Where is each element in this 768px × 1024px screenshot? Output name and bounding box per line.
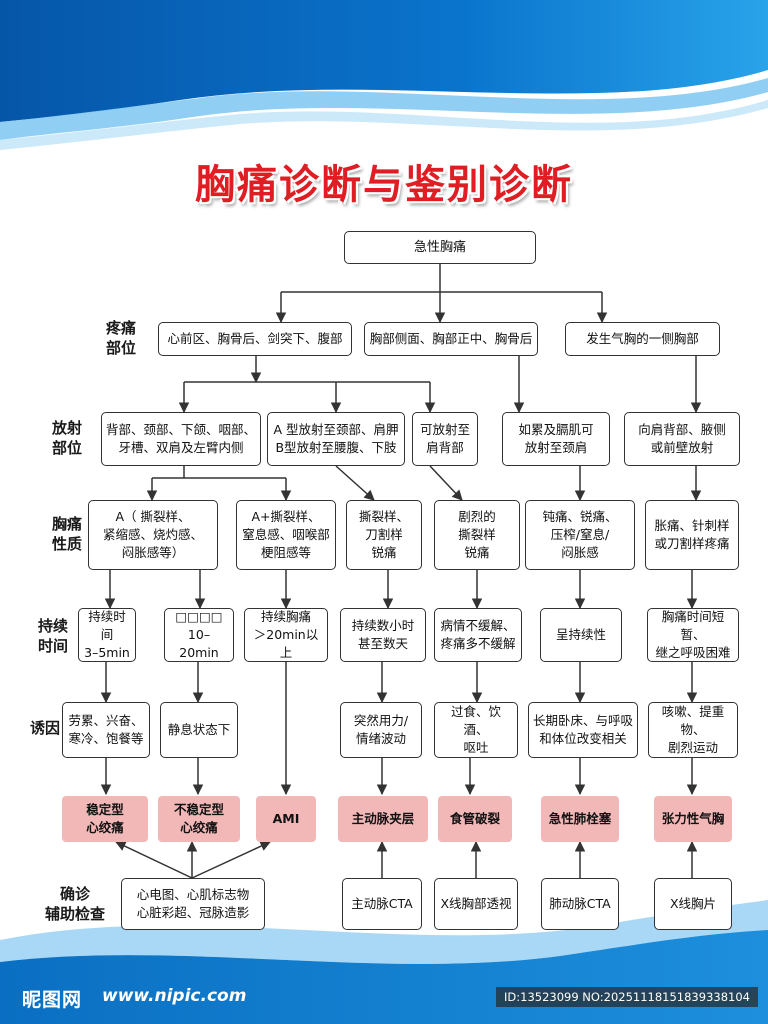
exam-node-label: 心电图、心肌标志物 心脏彩超、冠脉造影: [136, 887, 250, 920]
diagnosis-node-label: 食管破裂: [449, 811, 500, 826]
diagnosis-node: 张力性气胸: [654, 796, 732, 842]
duration-node-label: □□□□ 10–20min: [175, 609, 223, 660]
duration-node: 持续时间 3–5min: [78, 608, 136, 662]
duration-node: 胸痛时间短暂、 继之呼吸困难: [647, 608, 739, 662]
nature-node: 胀痛、针刺样 或刀割样疼痛: [645, 500, 739, 570]
trigger-node: 劳累、兴奋、 寒冷、饱餐等: [62, 702, 150, 758]
root-node-label: 急性胸痛: [413, 239, 466, 255]
trigger-node: 突然用力/ 情绪波动: [340, 702, 422, 758]
exam-node: 主动脉CTA: [342, 878, 422, 930]
trigger-node: 静息状态下: [160, 702, 238, 758]
radiation-node-label: 背部、颈部、下颌、咽部、 牙槽、双肩及左臂内侧: [106, 422, 257, 455]
diagnosis-node-label: AMI: [272, 811, 300, 826]
radiation-node: 向肩背部、腋侧 或前壁放射: [624, 412, 740, 466]
radiation-node: 如累及膈肌可 放射至颈肩: [502, 412, 610, 466]
top-wave-light: [0, 78, 768, 140]
duration-node-label: 持续胸痛 ＞20min以上: [253, 609, 319, 660]
row-label-location: 疼痛 部位: [105, 319, 136, 357]
duration-node: 病情不缓解、 疼痛多不缓解: [434, 608, 522, 662]
radiation-node-label: 如累及膈肌可 放射至颈肩: [518, 422, 594, 455]
diagnosis-node: 急性肺栓塞: [541, 796, 619, 842]
location-node: 心前区、胸骨后、剑突下、腹部: [158, 322, 352, 356]
diagnosis-node-label: 主动脉夹层: [351, 811, 415, 826]
diagnosis-node-label: 稳定型 心绞痛: [86, 802, 124, 835]
nature-node: 剧烈的 撕裂样 锐痛: [434, 500, 520, 570]
diagnosis-node: 稳定型 心绞痛: [62, 796, 148, 842]
diagnosis-node: 食管破裂: [438, 796, 512, 842]
nature-node: 撕裂样、 刀割样 锐痛: [346, 500, 422, 570]
duration-node: 呈持续性: [540, 608, 622, 662]
exam-node-label: X线胸部透视: [440, 896, 512, 911]
location-node-label: 发生气胸的一侧胸部: [586, 331, 699, 346]
trigger-node: 咳嗽、提重物、 剧烈运动: [648, 702, 738, 758]
location-node: 胸部侧面、胸部正中、胸骨后: [364, 322, 538, 356]
nature-node-label: 剧烈的 撕裂样 锐痛: [458, 509, 496, 560]
site-url: www.nipic.com: [102, 986, 247, 1006]
location-node-label: 心前区、胸骨后、剑突下、腹部: [167, 331, 343, 346]
nature-node: 钝痛、锐痛、 压榨/窒息/ 闷胀感: [525, 500, 635, 570]
location-node-label: 胸部侧面、胸部正中、胸骨后: [369, 331, 533, 346]
exam-node: X线胸部透视: [434, 878, 518, 930]
exam-node: 心电图、心肌标志物 心脏彩超、冠脉造影: [121, 878, 265, 930]
trigger-node-label: 长期卧床、与呼吸 和体位改变相关: [533, 713, 634, 746]
radiation-node-label: A 型放射至颈部、肩胛 B型放射至腰腹、下肢: [273, 422, 399, 455]
root-node: 急性胸痛: [344, 231, 536, 264]
radiation-node: 背部、颈部、下颌、咽部、 牙槽、双肩及左臂内侧: [101, 412, 261, 466]
duration-node-label: 病情不缓解、 疼痛多不缓解: [440, 618, 516, 651]
row-label-confirm: 确诊 辅助检查: [44, 885, 105, 923]
site-logo: 昵图网: [22, 989, 83, 1011]
nature-node-label: 撕裂样、 刀割样 锐痛: [358, 509, 409, 560]
trigger-node-label: 咳嗽、提重物、 剧烈运动: [661, 704, 725, 755]
exam-node: 肺动脉CTA: [541, 878, 619, 930]
top-wave: [0, 0, 768, 122]
top-wave-thin: [0, 100, 768, 150]
nature-node: A（ 撕裂样、 紧缩感、烧灼感、 闷胀感等）: [88, 500, 218, 570]
row-label-nature: 胸痛 性质: [51, 515, 82, 553]
diagnosis-node-label: 不稳定型 心绞痛: [173, 802, 224, 835]
exam-node-label: X线胸片: [669, 896, 717, 911]
trigger-node-label: 静息状态下: [167, 722, 231, 737]
location-node: 发生气胸的一侧胸部: [565, 322, 720, 356]
diagnosis-node-label: 急性肺栓塞: [548, 811, 612, 826]
radiation-node: A 型放射至颈部、肩胛 B型放射至腰腹、下肢: [267, 412, 405, 466]
page-title: 胸痛诊断与鉴别诊断: [195, 162, 573, 208]
diagnosis-node: 不稳定型 心绞痛: [158, 796, 240, 842]
exam-node-label: 主动脉CTA: [351, 896, 413, 911]
nature-node: A+撕裂样、 窒息感、咽喉部 梗阻感等: [236, 500, 336, 570]
trigger-node-label: 过食、饮酒、 呕吐: [450, 704, 501, 755]
radiation-node-label: 可放射至 肩背部: [419, 422, 470, 455]
bottom-wave-light: [0, 900, 768, 964]
diagnosis-node: 主动脉夹层: [338, 796, 428, 842]
trigger-node: 过食、饮酒、 呕吐: [434, 702, 518, 758]
row-label-radiation: 放射 部位: [51, 419, 82, 457]
duration-node-label: 呈持续性: [555, 627, 606, 642]
trigger-node-label: 劳累、兴奋、 寒冷、饱餐等: [68, 713, 144, 746]
row-label-trigger: 诱因: [29, 719, 60, 737]
trigger-node-label: 突然用力/ 情绪波动: [353, 713, 409, 746]
duration-node: □□□□ 10–20min: [164, 608, 234, 662]
row-label-duration: 持续 时间: [37, 617, 68, 655]
duration-node-label: 持续时间 3–5min: [84, 609, 130, 660]
nature-node-label: 胀痛、针刺样 或刀割样疼痛: [654, 518, 730, 551]
exam-node-label: 肺动脉CTA: [549, 896, 611, 911]
image-id-label: ID:13523099 NO:20251118151839338104: [496, 987, 758, 1007]
duration-node: 持续数小时 甚至数天: [340, 608, 426, 662]
diagnosis-node-label: 张力性气胸: [661, 811, 725, 826]
radiation-node: 可放射至 肩背部: [412, 412, 478, 466]
trigger-node: 长期卧床、与呼吸 和体位改变相关: [528, 702, 638, 758]
nature-node-label: A（ 撕裂样、 紧缩感、烧灼感、 闷胀感等）: [102, 509, 203, 560]
diagnosis-node: AMI: [256, 796, 316, 842]
nature-node-label: A+撕裂样、 窒息感、咽喉部 梗阻感等: [242, 509, 330, 560]
nature-node-label: 钝痛、锐痛、 压榨/窒息/ 闷胀感: [542, 509, 618, 560]
exam-node: X线胸片: [654, 878, 732, 930]
radiation-node-label: 向肩背部、腋侧 或前壁放射: [638, 422, 726, 455]
duration-node-label: 持续数小时 甚至数天: [351, 618, 415, 651]
duration-node-label: 胸痛时间短暂、 继之呼吸困难: [655, 609, 731, 660]
duration-node: 持续胸痛 ＞20min以上: [244, 608, 328, 662]
